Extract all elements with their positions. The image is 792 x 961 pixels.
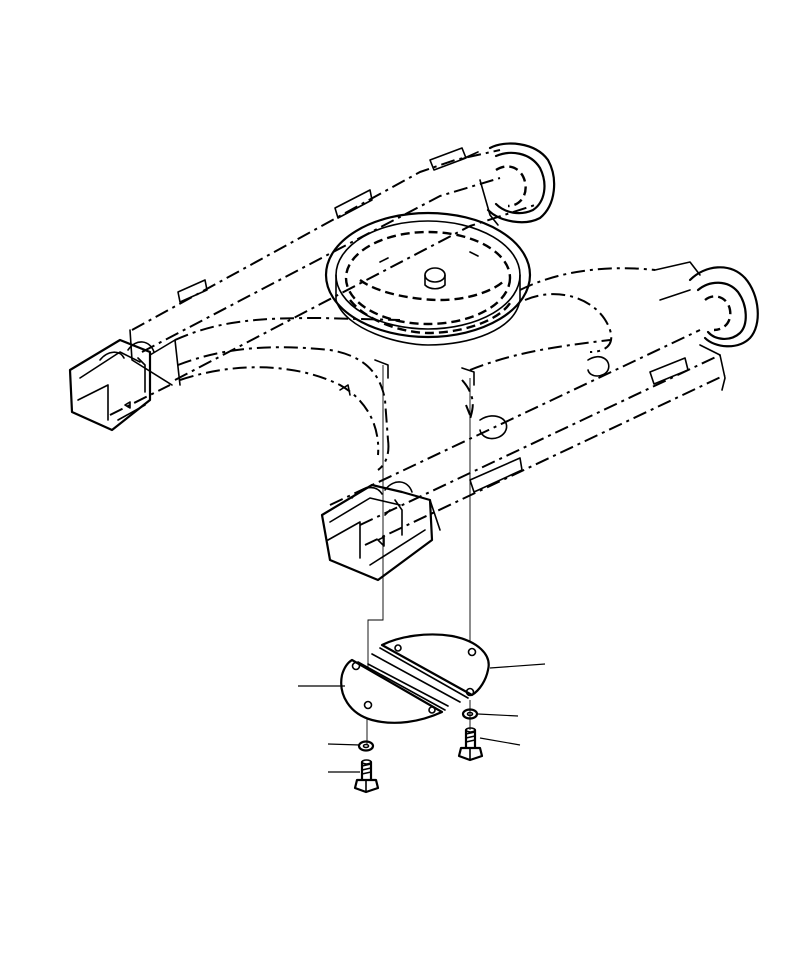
front-idler-yoke (654, 261, 759, 356)
front-side-member (329, 329, 726, 546)
swing-circle (324, 211, 532, 346)
track-frame (68, 142, 759, 582)
front-end-box (320, 481, 434, 582)
leader-bolt-right (479, 737, 521, 746)
washer-right (461, 708, 479, 720)
bolt-right (457, 727, 484, 762)
bolt-left (353, 759, 380, 794)
centre-frame (174, 267, 656, 471)
rear-end-left (68, 338, 181, 432)
under-cover-left (340, 658, 449, 724)
leader-under-cover-right (489, 663, 546, 669)
washer-left (357, 740, 375, 752)
leader-washer-left (327, 743, 361, 746)
under-cover-right (371, 633, 490, 703)
leader-washer-right (477, 713, 519, 717)
back-side-member (109, 147, 536, 416)
callout-leaders (298, 663, 546, 773)
back-idler-yoke (459, 142, 556, 226)
